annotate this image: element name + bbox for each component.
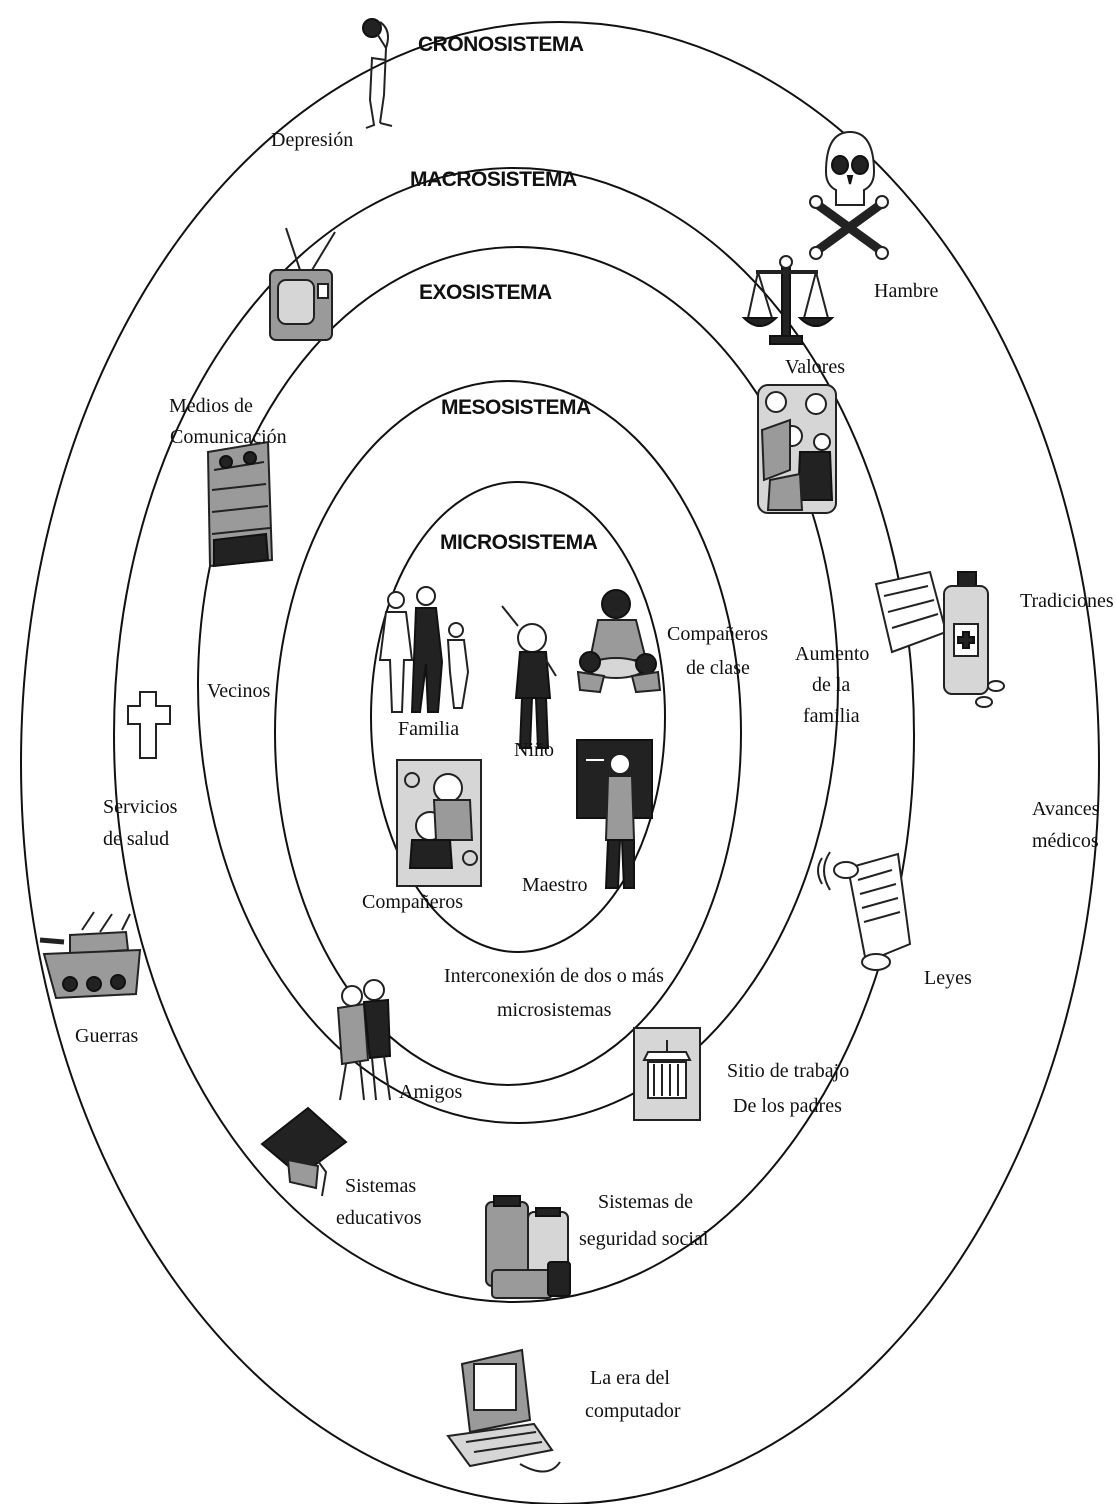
family-group-icon [757, 384, 837, 514]
law-scroll-icon [817, 851, 912, 971]
label-maestro: Maestro [522, 874, 588, 896]
label-servicios-line2: de salud [103, 828, 169, 850]
label-era-line1: La era del [590, 1367, 670, 1389]
crowd-icon [206, 440, 274, 568]
label-companeros: Compañeros [362, 891, 463, 913]
label-aumento-line3: familia [803, 705, 860, 727]
mesosistema-ring [274, 380, 742, 1086]
macrosistema-title: MACROSISTEMA [410, 168, 577, 191]
skull-crossbones-icon [809, 130, 889, 260]
classmates-icon [576, 589, 662, 694]
label-medios-line2: Comunicación [170, 426, 287, 448]
label-companeros-clase-line1: Compañeros [667, 623, 768, 645]
label-seg-social-line1: Sistemas de [598, 1191, 693, 1213]
label-sist-edu-line1: Sistemas [345, 1175, 416, 1197]
label-valores: Valores [785, 356, 845, 378]
label-avances-line2: médicos [1032, 830, 1099, 852]
label-servicios-line1: Servicios [103, 796, 178, 818]
label-depresion: Depresión [271, 129, 353, 151]
child-icon [501, 605, 557, 749]
label-seg-social-line2: seguridad social [579, 1228, 709, 1250]
label-hambre: Hambre [874, 280, 939, 302]
mesosistema-title: MESOSISTEMA [441, 396, 591, 419]
microsistema-ring [370, 481, 666, 953]
social-security-icon [485, 1195, 571, 1299]
tank-icon [39, 911, 142, 1000]
exosistema-ring [197, 246, 839, 1124]
television-icon [269, 227, 336, 341]
label-avances-line1: Avances [1032, 798, 1100, 820]
macrosistema-ring [113, 167, 915, 1303]
label-guerras: Guerras [75, 1025, 139, 1047]
scales-icon [741, 255, 835, 345]
label-sitio-line2: De los padres [733, 1095, 842, 1117]
label-aumento-line2: de la [812, 674, 850, 696]
building-photo-icon [633, 1027, 701, 1121]
label-leyes: Leyes [924, 967, 972, 989]
microsistema-title: MICROSISTEMA [440, 531, 598, 554]
red-cross-icon [127, 691, 171, 759]
computer-icon [446, 1348, 561, 1473]
cronosistema-ring [20, 21, 1100, 1504]
friends-icon [336, 979, 392, 1101]
label-amigos: Amigos [399, 1081, 463, 1103]
classroom-kids-icon [396, 759, 482, 887]
label-nino: Niño [514, 739, 554, 761]
bowed-person-icon [362, 18, 393, 129]
cronosistema-title: CRONOSISTEMA [418, 33, 584, 56]
walking-family-icon [378, 586, 470, 713]
label-sist-edu-line2: educativos [336, 1207, 422, 1229]
label-interconexion-line2: microsistemas [497, 999, 612, 1021]
label-era-line2: computador [585, 1400, 681, 1422]
exosistema-title: EXOSISTEMA [419, 281, 552, 304]
medicine-bottle-icon [874, 570, 1005, 708]
label-interconexion-line1: Interconexión de dos o más [444, 965, 664, 987]
label-familia: Familia [398, 718, 459, 740]
label-sitio-line1: Sitio de trabajo [727, 1060, 849, 1082]
label-aumento-line1: Aumento [795, 643, 869, 665]
graduation-cap-icon [260, 1106, 348, 1197]
label-medios-line1: Medios de [169, 395, 253, 417]
label-companeros-clase-line2: de clase [686, 657, 750, 679]
label-vecinos: Vecinos [207, 680, 271, 702]
label-tradiciones: Tradiciones [1020, 590, 1114, 612]
teacher-icon [576, 739, 653, 889]
